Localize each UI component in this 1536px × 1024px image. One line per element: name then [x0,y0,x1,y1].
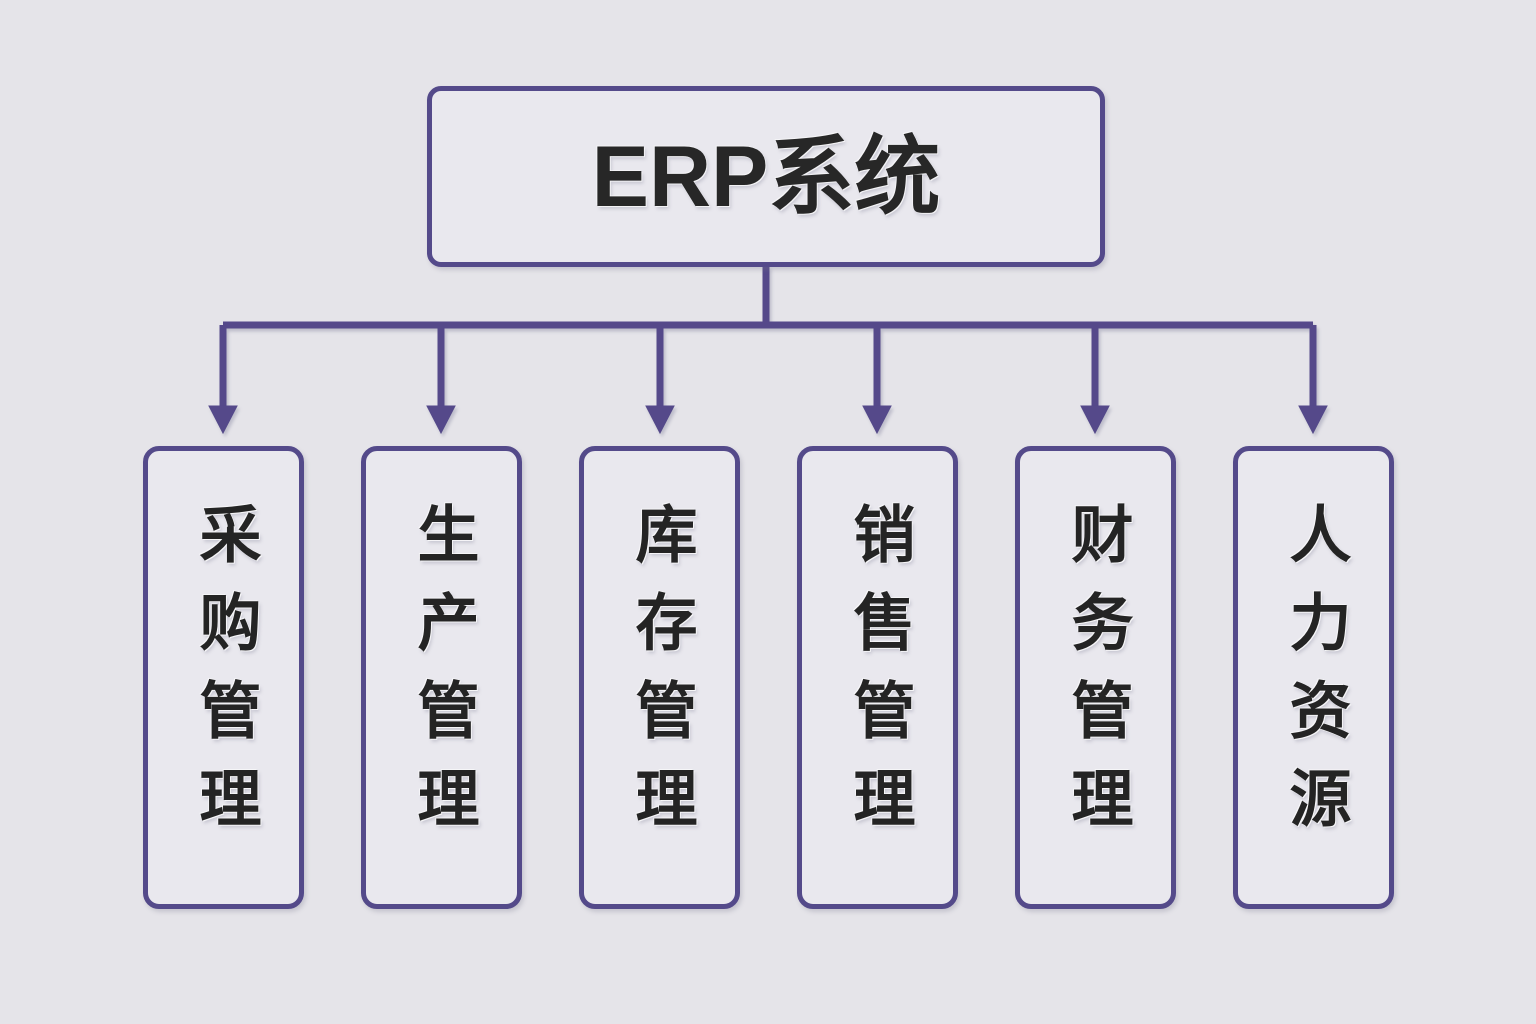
node-human-resources[interactable]: 人力资源 [1233,446,1394,909]
node-label-erp-system: ERP系统 [591,128,941,225]
node-procurement-management[interactable]: 采购管理 [143,446,304,909]
node-production-management[interactable]: 生产管理 [361,446,522,909]
node-sales-management[interactable]: 销售管理 [797,446,958,909]
node-inventory-management[interactable]: 库存管理 [579,446,740,909]
node-finance-management[interactable]: 财务管理 [1015,446,1176,909]
arrowhead-icon-2 [426,405,456,435]
node-label-production-management: 生产管理 [407,501,477,854]
node-label-inventory-management: 库存管理 [625,501,695,854]
node-erp-system[interactable]: ERP系统 [427,86,1105,267]
arrowhead-icon-6 [1298,405,1328,435]
node-label-procurement-management: 采购管理 [189,501,259,854]
arrowhead-icon-5 [1080,405,1110,435]
node-label-human-resources: 人力资源 [1279,501,1349,854]
node-label-finance-management: 财务管理 [1061,501,1131,854]
arrowhead-icon-4 [862,405,892,435]
arrowhead-icon-3 [645,405,675,435]
node-label-sales-management: 销售管理 [843,501,913,854]
arrowhead-icon-1 [208,405,238,435]
